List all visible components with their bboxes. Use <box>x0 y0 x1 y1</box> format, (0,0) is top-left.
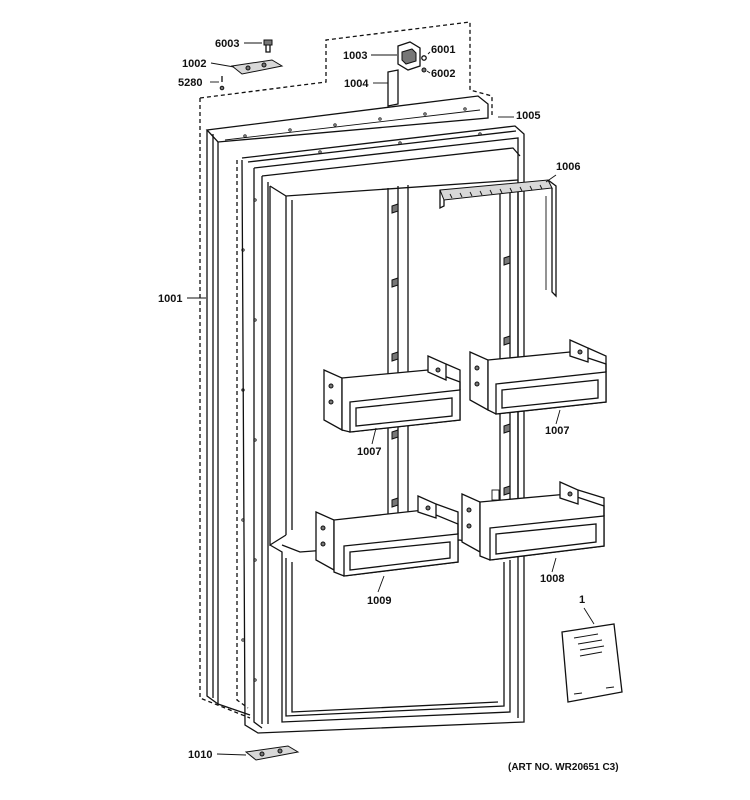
label-1002: 1002 <box>182 58 206 70</box>
label-1007-left: 1007 <box>357 446 381 458</box>
leader-lines <box>187 42 595 756</box>
label-1007-right: 1007 <box>545 425 569 437</box>
label-6001: 6001 <box>431 44 455 56</box>
door-liner <box>241 125 525 734</box>
label-1: 1 <box>579 594 585 606</box>
top-trim-strip <box>439 179 557 298</box>
hinge-plate-1002 <box>230 59 284 75</box>
door-bin-upper-right <box>469 338 607 415</box>
screw-5280 <box>219 76 225 91</box>
label-1005: 1005 <box>516 110 540 122</box>
door-outer-panel <box>205 95 489 716</box>
door-bin-upper-left <box>323 354 461 433</box>
inner-liner-recess <box>269 179 519 723</box>
washer-6001 <box>421 55 427 61</box>
door-bin-lower-left <box>315 494 459 577</box>
part-labels: 6003 1002 5280 1003 6001 6002 1004 1005 … <box>158 38 619 773</box>
shelf-rail-left <box>387 185 409 530</box>
label-6002: 6002 <box>431 68 455 80</box>
hinge-cam-1003 <box>397 41 421 71</box>
screw-6002 <box>421 67 427 73</box>
label-1001: 1001 <box>158 293 182 305</box>
art-number: (ART NO. WR20651 C3) <box>508 762 619 773</box>
label-5280: 5280 <box>178 77 202 89</box>
owners-manual <box>561 623 623 703</box>
label-1009: 1009 <box>367 595 391 607</box>
hinge-pin-1004 <box>387 69 399 107</box>
label-1008: 1008 <box>540 573 564 585</box>
label-1010: 1010 <box>188 749 212 761</box>
hinge-screw-6003 <box>263 39 273 53</box>
bottom-hinge-plate-1010 <box>244 745 300 761</box>
label-1003: 1003 <box>343 50 367 62</box>
label-1006: 1006 <box>556 161 580 173</box>
label-1004: 1004 <box>344 78 369 90</box>
shelf-rail-right <box>491 186 519 505</box>
door-bin-lower-right <box>461 480 605 561</box>
label-6003: 6003 <box>215 38 239 50</box>
